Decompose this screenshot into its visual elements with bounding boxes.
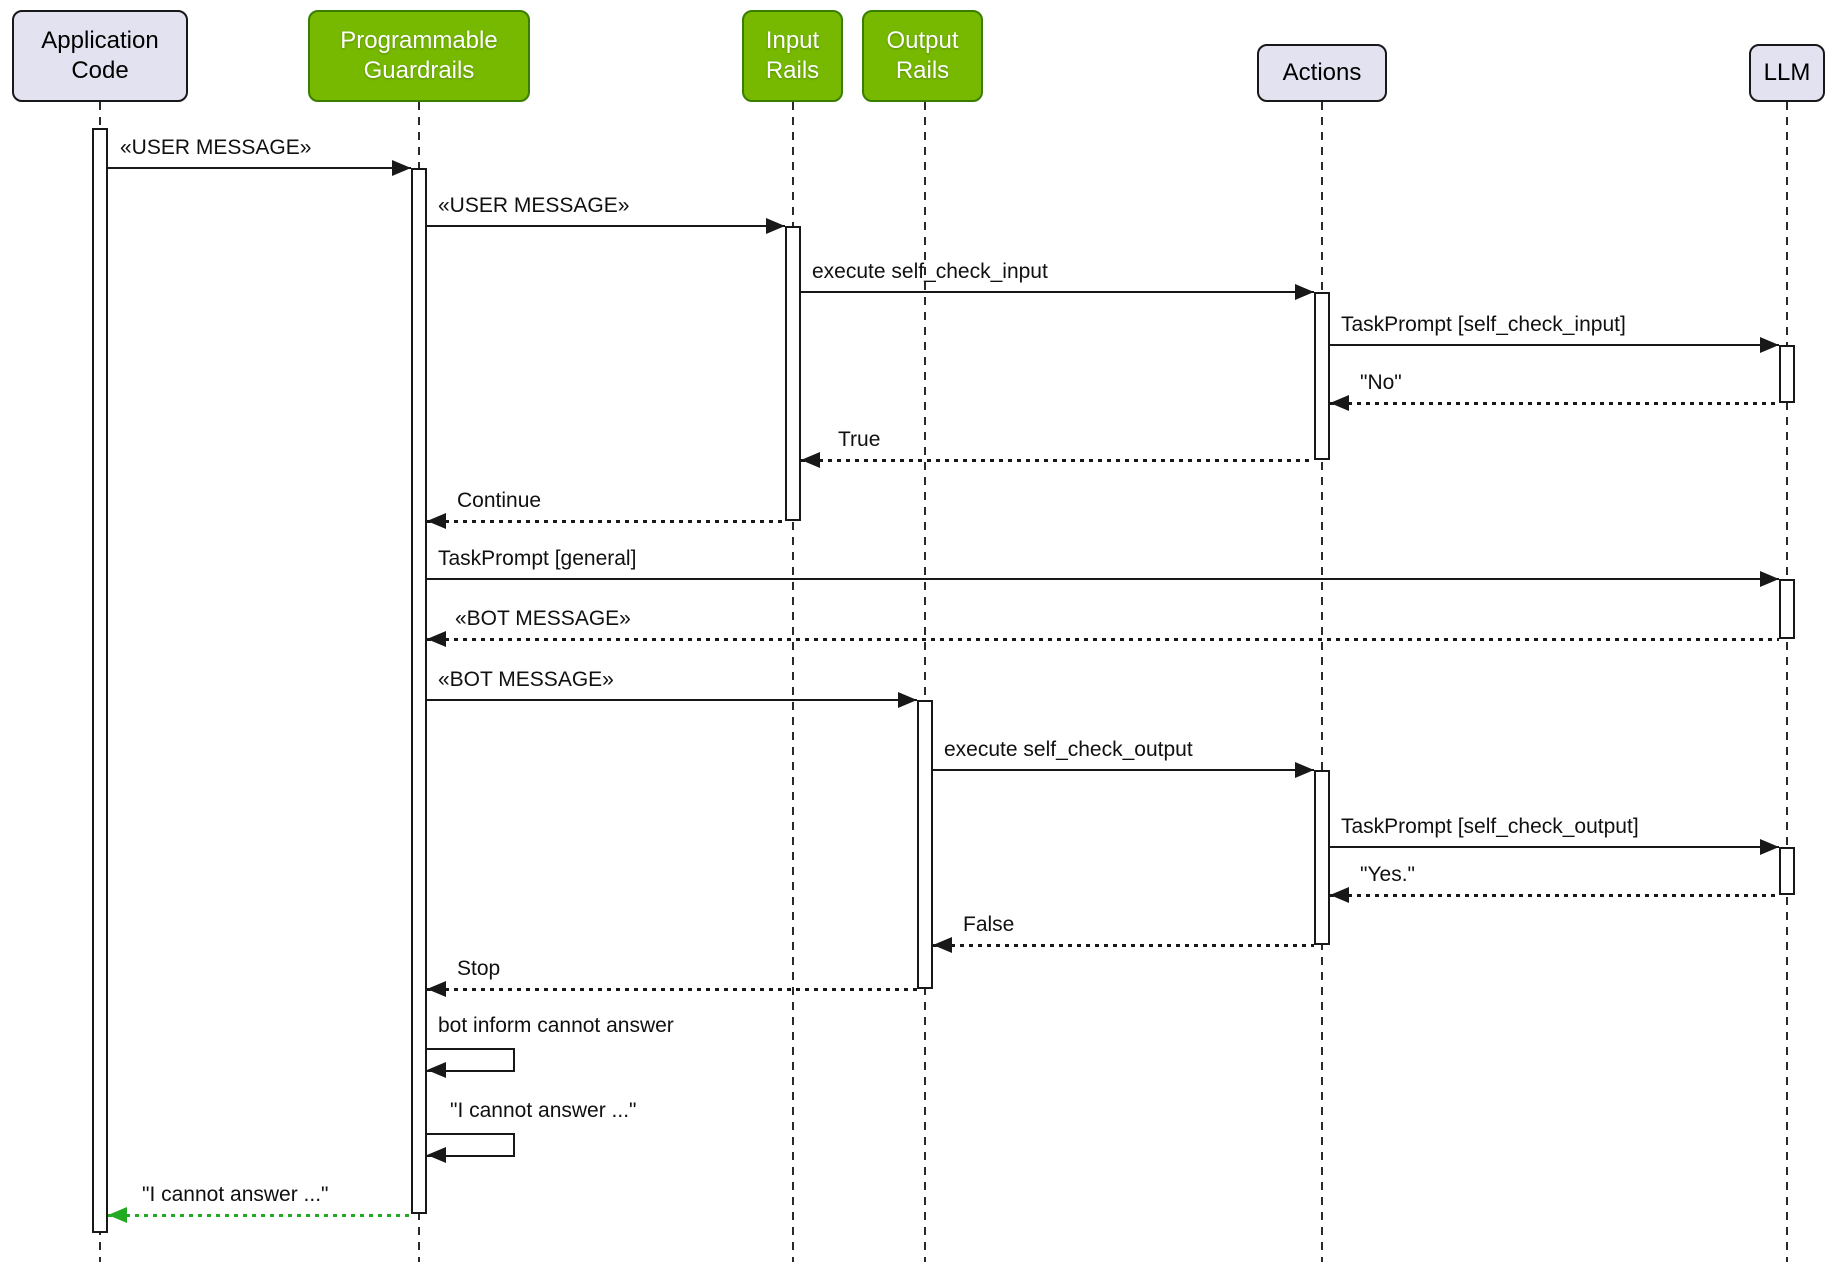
message-label: TaskPrompt [general]: [438, 547, 637, 570]
message-label: "I cannot answer ...": [142, 1183, 329, 1206]
arrowhead-right-icon: [898, 692, 917, 708]
arrowhead-left-icon: [427, 981, 446, 997]
activation-bar-programmable-guardrails: [411, 168, 427, 1214]
message-label: False: [963, 913, 1015, 936]
arrowhead-right-icon: [1760, 571, 1779, 587]
message-line-dotted-green: [108, 1214, 411, 1217]
participant-label: LLM: [1763, 59, 1811, 86]
message-line-dotted: [933, 944, 1314, 947]
message-label: «BOT MESSAGE»: [455, 607, 631, 630]
arrowhead-right-icon: [1295, 762, 1314, 778]
message-line-dotted: [427, 638, 1779, 641]
participant-actions: Actions: [1257, 44, 1387, 102]
arrowhead-right-icon: [392, 160, 411, 176]
participant-label: Input Rails: [765, 27, 820, 84]
participant-llm: LLM: [1749, 44, 1825, 102]
arrowhead-right-icon: [1760, 337, 1779, 353]
arrowhead-left-icon: [427, 631, 446, 647]
arrowhead-left-icon: [427, 1062, 446, 1078]
message-line-dotted: [801, 459, 1314, 462]
message-line: [427, 578, 1779, 580]
message-label: Continue: [457, 489, 542, 512]
participant-input-rails: Input Rails: [742, 10, 843, 102]
message-label: bot inform cannot answer: [438, 1014, 674, 1037]
message-label: «BOT MESSAGE»: [438, 668, 614, 691]
message-label: "I cannot answer ...": [450, 1099, 637, 1122]
arrowhead-left-icon: [933, 937, 952, 953]
arrowhead-left-icon: [1330, 395, 1349, 411]
participant-label: Output Rails: [886, 27, 959, 84]
participant-label: Actions: [1282, 59, 1362, 86]
message-label: «USER MESSAGE»: [120, 136, 312, 159]
arrowhead-left-icon: [427, 1147, 446, 1163]
self-message-loop: [427, 1048, 515, 1072]
lifeline-actions: [1321, 102, 1323, 1262]
participant-label: Programmable Guardrails: [340, 27, 498, 84]
message-line: [801, 291, 1314, 293]
message-label: True: [838, 428, 881, 451]
arrowhead-left-icon: [1330, 887, 1349, 903]
message-line: [1330, 344, 1779, 346]
message-line-dotted: [1330, 402, 1779, 405]
message-label: execute self_check_output: [944, 738, 1193, 761]
message-line: [427, 699, 917, 701]
message-line-dotted: [427, 988, 917, 991]
message-label: «USER MESSAGE»: [438, 194, 630, 217]
activation-bar-llm-1: [1779, 345, 1795, 403]
activation-bar-actions-2: [1314, 770, 1330, 945]
activation-bar-output-rails: [917, 700, 933, 989]
arrowhead-left-icon: [427, 513, 446, 529]
message-label: "No": [1360, 371, 1402, 394]
message-label: TaskPrompt [self_check_output]: [1341, 815, 1639, 838]
lifeline-input-rails: [792, 102, 794, 1262]
message-label: Stop: [457, 957, 501, 980]
activation-bar-input-rails: [785, 226, 801, 521]
participant-output-rails: Output Rails: [862, 10, 983, 102]
message-line: [108, 167, 411, 169]
message-label: TaskPrompt [self_check_input]: [1341, 313, 1626, 336]
lifeline-llm: [1786, 102, 1788, 1262]
participant-programmable-guardrails: Programmable Guardrails: [308, 10, 530, 102]
activation-bar-llm-3: [1779, 847, 1795, 895]
participant-label: Application Code: [41, 27, 159, 84]
participant-application-code: Application Code: [12, 10, 188, 102]
activation-bar-llm-2: [1779, 579, 1795, 639]
message-line: [933, 769, 1314, 771]
arrowhead-right-icon: [1295, 284, 1314, 300]
message-line-dotted: [427, 520, 785, 523]
lifeline-output-rails: [924, 102, 926, 1262]
arrowhead-right-icon: [766, 218, 785, 234]
message-line-dotted: [1330, 894, 1779, 897]
activation-bar-application-code: [92, 128, 108, 1233]
arrowhead-right-icon: [1760, 839, 1779, 855]
message-line: [427, 225, 785, 227]
arrowhead-left-icon: [801, 452, 820, 468]
message-label: "Yes.": [1360, 863, 1416, 886]
self-message-loop: [427, 1133, 515, 1157]
message-line: [1330, 846, 1779, 848]
arrowhead-left-green-icon: [108, 1207, 127, 1223]
message-label: execute self_check_input: [812, 260, 1048, 283]
activation-bar-actions-1: [1314, 292, 1330, 460]
